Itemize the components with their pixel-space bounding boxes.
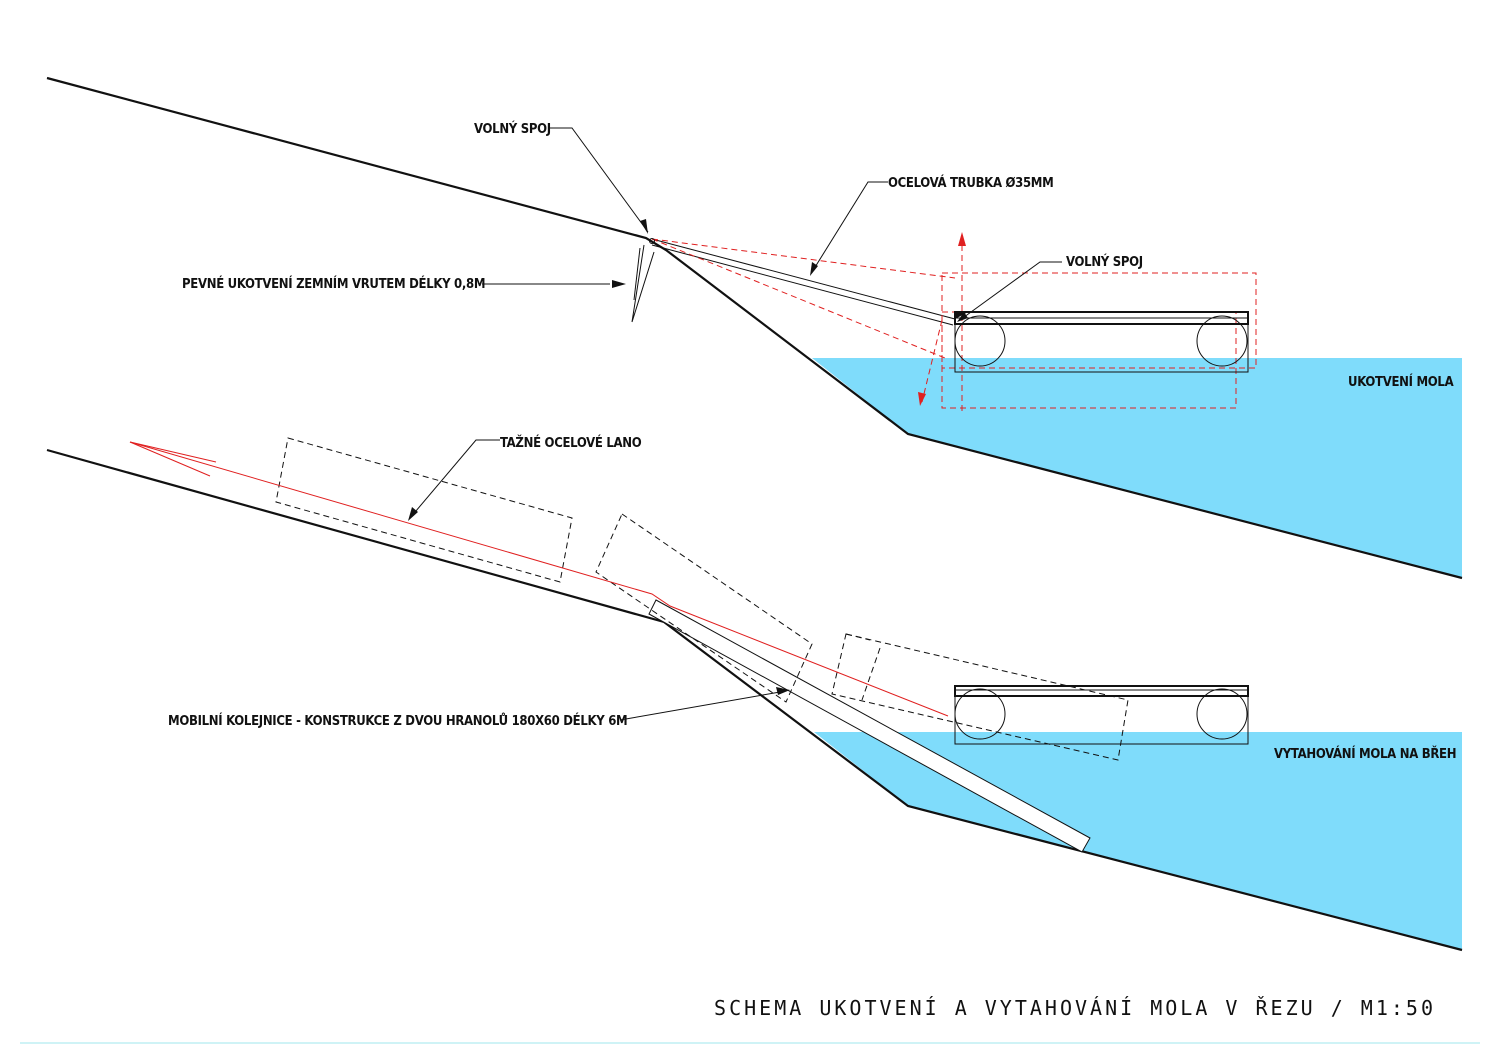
ground-joint [649, 238, 655, 244]
leader-arrowheads-top [612, 219, 968, 322]
pier-ghost-positions [275, 437, 1129, 761]
pier-bottom [954, 685, 1249, 745]
arrow-up-icon [958, 232, 966, 246]
tube-movement-range [651, 235, 1257, 412]
label-loose-joint-1: VOLNÝ SPOJ [474, 121, 551, 137]
leaders-bottom [409, 439, 781, 721]
label-pulling-cable: TAŽNÉ OCELOVÉ LANO [500, 435, 642, 451]
leaders-top [482, 127, 1062, 321]
water-bottom [814, 732, 1462, 950]
anchoring-section: VOLNÝ SPOJ OCELOVÁ TRUBKA Ø35MM VOLNÝ SP… [46, 76, 1463, 580]
terrain-top [46, 76, 1463, 580]
label-loose-joint-2: VOLNÝ SPOJ [1066, 254, 1143, 270]
label-pier-anchoring: UKOTVENÍ MOLA [1348, 374, 1454, 390]
steel-tube [651, 238, 956, 326]
mobile-rail [648, 599, 1091, 853]
terrain-bottom [46, 448, 1463, 952]
drawing-title: SCHEMA UKOTVENÍ A VYTAHOVÁNÍ MOLA V ŘEZU… [714, 996, 1436, 1020]
ground-screw-icon [631, 244, 655, 323]
label-ground-screw: PEVNÉ UKOTVENÍ ZEMNÍM VRUTEM DÉLKY 0,8M [182, 276, 485, 292]
leader-arrowheads-bottom [408, 507, 790, 695]
label-mobile-rail: MOBILNÍ KOLEJNICE - KONSTRUKCE Z DVOU HR… [168, 713, 627, 729]
arrow-down-icon [918, 392, 926, 406]
pulling-cable [129, 441, 949, 717]
water-top [812, 358, 1462, 578]
cable-arrow-icon [129, 441, 217, 477]
label-steel-tube: OCELOVÁ TRUBKA Ø35MM [888, 175, 1053, 191]
label-pulling-pier: VYTAHOVÁNÍ MOLA NA BŘEH [1274, 746, 1456, 762]
pulling-section: TAŽNÉ OCELOVÉ LANO MOBILNÍ KOLEJNICE - K… [46, 435, 1463, 952]
